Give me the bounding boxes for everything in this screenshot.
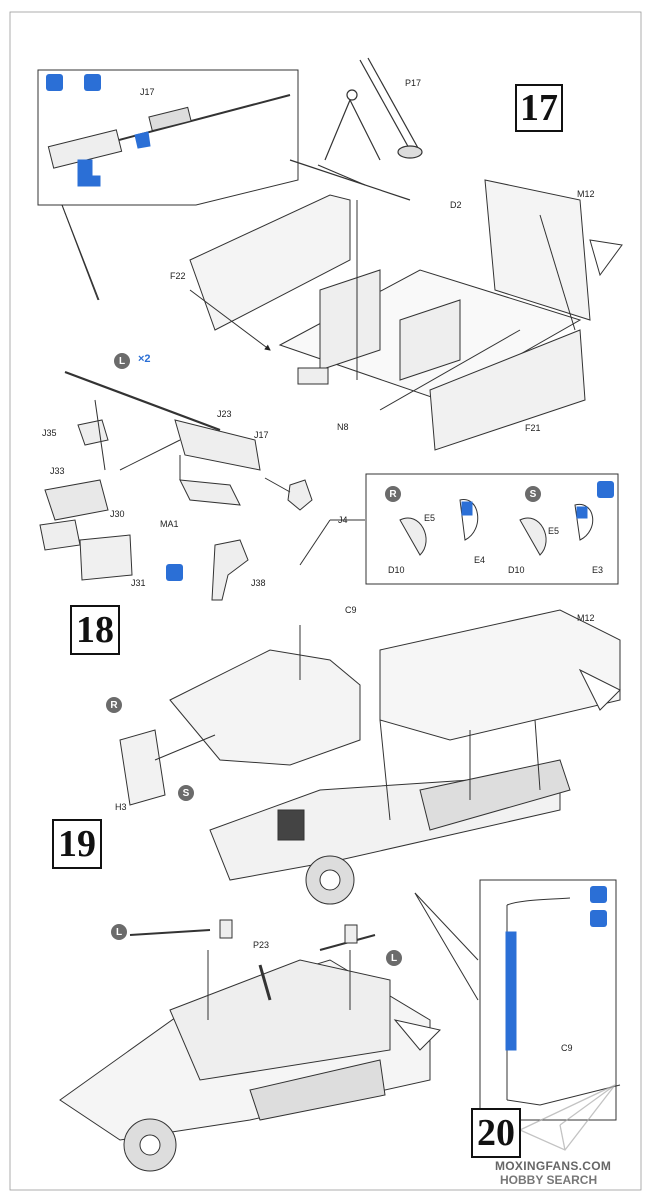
part-label: J17 [140,87,155,97]
watermark-logo [518,1084,616,1151]
step-17-label: 17 [515,84,563,132]
part-label: D10 [388,565,405,575]
part-label: E4 [474,555,486,565]
part-label: J17 [254,430,269,440]
symbol-r: R [106,697,122,713]
part-label: MA1 [160,519,179,529]
part-label: M12 [577,189,595,199]
part-label: J30 [110,509,125,519]
symbol-s: S [178,785,194,801]
part-label: J35 [42,428,57,438]
quantity-badge: ×2 [138,353,151,365]
step-20-label: 20 [471,1108,521,1158]
symbol-s: S [525,486,541,502]
vehicle-step19-drawing [59,919,441,1172]
part-label: E3 [592,565,604,575]
step-19-label: 19 [52,819,102,869]
step18-detail-box [365,473,619,585]
paint-icon [590,886,607,903]
symbol-l: L [386,950,402,966]
part-label: J4 [338,515,348,525]
cement-icon [597,481,614,498]
decal-icon [84,74,101,91]
part-label: J31 [131,578,146,588]
symbol-r: R [385,486,401,502]
part-label: J33 [50,466,65,476]
part-label: F21 [525,423,541,433]
part-label: H3 [115,802,127,812]
watermark-site: MOXINGFANS.COM [495,1159,612,1173]
part-label: D10 [508,565,525,575]
part-label: C9 [345,605,357,615]
symbol-l: L [111,924,127,940]
part-label: N8 [337,422,349,432]
mortar-drawing [289,57,423,201]
machine-gun-assembly-drawing [39,370,365,601]
step17-callout [37,69,299,301]
part-label: E5 [548,526,560,536]
part-label: M12 [577,613,595,623]
part-label: P17 [405,78,422,88]
cut-icon [166,564,183,581]
part-label: C9 [561,1043,573,1053]
vehicle-step18-drawing [119,609,621,905]
decal-icon [590,910,607,927]
part-label: J38 [251,578,266,588]
symbol-l: L [114,353,130,369]
part-label: J23 [217,409,232,419]
crew-compartment-drawing [189,179,623,451]
step-18-label: 18 [70,605,120,655]
step20-box [414,879,621,1121]
paint-icon [46,74,63,91]
part-label: D2 [450,200,462,210]
part-label: F22 [170,271,186,281]
watermark-shop: HOBBY SEARCH [500,1173,598,1187]
part-label: E5 [424,513,436,523]
part-label: P23 [253,940,270,950]
